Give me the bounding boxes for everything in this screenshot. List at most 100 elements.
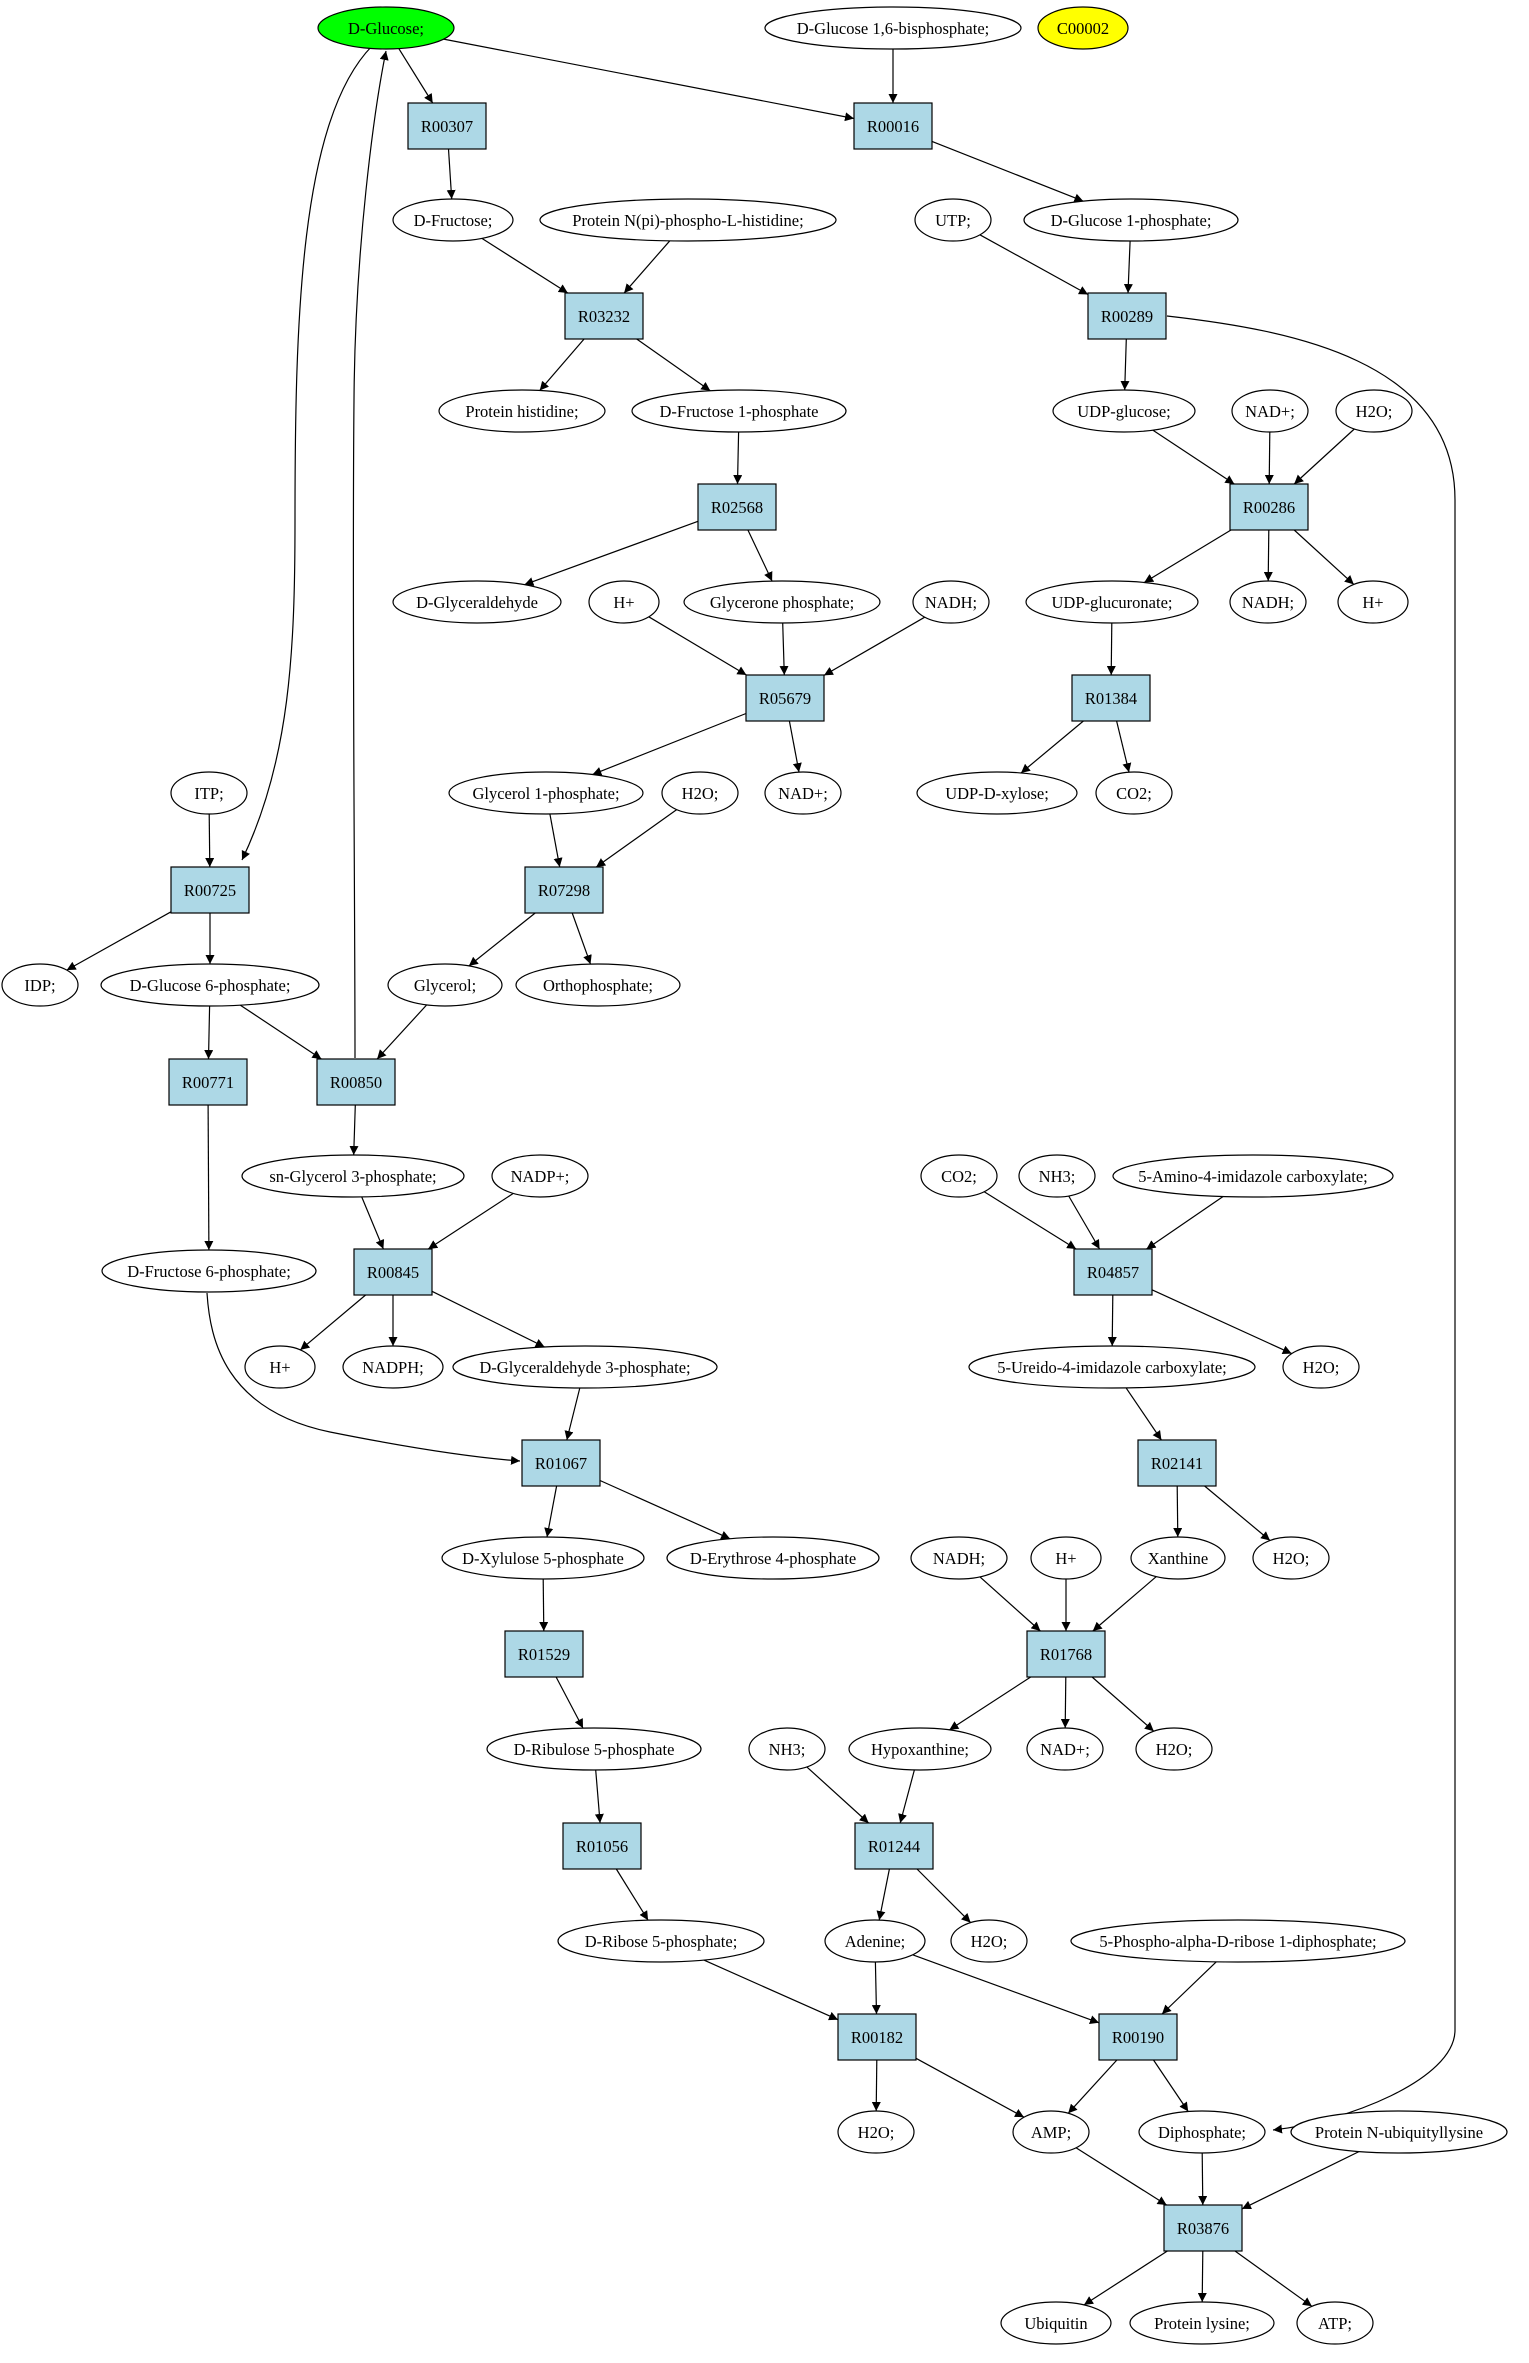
compound-ellipse xyxy=(1018,1154,1096,1198)
compound-node-gap[interactable]: D-Glyceraldehyde 3-phosphate; xyxy=(452,1345,718,1389)
compound-node-prot_his[interactable]: Protein histidine; xyxy=(438,389,606,433)
compound-node-fructose[interactable]: D-Fructose; xyxy=(392,198,514,242)
compound-label: D-Fructose 1-phosphate xyxy=(659,402,818,421)
reaction-node-r04857[interactable]: R04857 xyxy=(1073,1248,1153,1296)
compound-node-xanthine[interactable]: Xanthine xyxy=(1130,1536,1226,1580)
reaction-label: R00289 xyxy=(1101,307,1153,326)
compound-node-h_1768[interactable]: H+ xyxy=(1030,1536,1102,1580)
compound-node-g6p[interactable]: D-Glucose 6-phosphate; xyxy=(100,963,320,1007)
reaction-node-r02141[interactable]: R02141 xyxy=(1137,1439,1217,1487)
reaction-node-r00182[interactable]: R00182 xyxy=(837,2013,917,2061)
compound-node-aica[interactable]: 5-Amino-4-imidazole carboxylate; xyxy=(1112,1154,1394,1198)
reaction-node-r07298[interactable]: R07298 xyxy=(524,866,604,914)
compound-node-dhap[interactable]: Glycerone phosphate; xyxy=(683,580,881,624)
compound-node-ppi[interactable]: Diphosphate; xyxy=(1138,2110,1266,2154)
reaction-node-r00190[interactable]: R00190 xyxy=(1098,2013,1178,2061)
compound-node-glycerol[interactable]: Glycerol; xyxy=(387,963,503,1007)
compound-node-nh3_4857[interactable]: NH3; xyxy=(1018,1154,1096,1198)
compound-node-glucose[interactable]: D-Glucose; xyxy=(317,6,455,50)
reaction-node-r00850[interactable]: R00850 xyxy=(316,1058,396,1106)
reaction-node-r05679[interactable]: R05679 xyxy=(745,674,825,722)
compound-node-prot_nphis[interactable]: Protein N(pi)-phospho-L-histidine; xyxy=(539,198,837,242)
compound-node-udpglcA[interactable]: UDP-glucuronate; xyxy=(1025,580,1199,624)
reaction-node-r01056[interactable]: R01056 xyxy=(562,1822,642,1870)
compound-node-glyald[interactable]: D-Glyceraldehyde xyxy=(392,580,562,624)
edge-h_5679-to-R05679 xyxy=(648,616,747,676)
compound-node-protlys[interactable]: Protein lysine; xyxy=(1129,2301,1275,2345)
compound-label: Glycerone phosphate; xyxy=(710,593,854,612)
compound-node-h2o_2141[interactable]: H2O; xyxy=(1252,1536,1330,1580)
compound-node-nadp_845[interactable]: NADP+; xyxy=(491,1154,589,1198)
compound-node-nadp_286[interactable]: NAD+; xyxy=(1231,389,1309,433)
compound-node-hypox[interactable]: Hypoxanthine; xyxy=(848,1727,992,1771)
reaction-node-r00771[interactable]: R00771 xyxy=(168,1058,248,1106)
compound-node-atp[interactable]: ATP; xyxy=(1296,2301,1374,2345)
reaction-node-r00307[interactable]: R00307 xyxy=(407,102,487,150)
compound-ellipse xyxy=(342,1345,444,1389)
compound-node-h2o_7298[interactable]: H2O; xyxy=(661,771,739,815)
compound-node-g16bp[interactable]: D-Glucose 1,6-bisphosphate; xyxy=(764,6,1022,50)
compound-node-h2o_286[interactable]: H2O; xyxy=(1335,389,1413,433)
edge-R01529-to-ru5p xyxy=(555,1676,584,1729)
compound-ellipse xyxy=(448,771,644,815)
compound-node-h_845[interactable]: H+ xyxy=(244,1345,316,1389)
reaction-node-r01384[interactable]: R01384 xyxy=(1071,674,1151,722)
compound-node-h_5679[interactable]: H+ xyxy=(588,580,660,624)
compound-node-nh3_1244[interactable]: NH3; xyxy=(748,1727,826,1771)
compound-node-adenine[interactable]: Adenine; xyxy=(824,1919,926,1963)
reaction-node-r00845[interactable]: R00845 xyxy=(353,1248,433,1296)
reaction-node-r00286[interactable]: R00286 xyxy=(1229,483,1309,531)
edge-nadp_845-to-R00845 xyxy=(427,1192,514,1250)
reaction-node-r01067[interactable]: R01067 xyxy=(521,1439,601,1487)
compound-node-co2_1384[interactable]: CO2; xyxy=(1095,771,1173,815)
compound-node-amp[interactable]: AMP; xyxy=(1012,2110,1090,2154)
compound-node-co2_4857[interactable]: CO2; xyxy=(920,1154,998,1198)
compound-node-utp[interactable]: UTP; xyxy=(914,198,992,242)
compound-node-nadh_1768[interactable]: NADH; xyxy=(910,1536,1008,1580)
reaction-node-r03232[interactable]: R03232 xyxy=(564,292,644,340)
compound-node-h_286[interactable]: H+ xyxy=(1337,580,1409,624)
reaction-node-r00289[interactable]: R00289 xyxy=(1087,292,1167,340)
compound-node-h2o_1768[interactable]: H2O; xyxy=(1135,1727,1213,1771)
compound-node-ru5p[interactable]: D-Ribulose 5-phosphate xyxy=(486,1727,702,1771)
reaction-node-r03876[interactable]: R03876 xyxy=(1163,2204,1243,2252)
compound-node-pi[interactable]: Orthophosphate; xyxy=(515,963,681,1007)
compound-node-h2o_182[interactable]: H2O; xyxy=(837,2110,915,2154)
compound-node-f1p[interactable]: D-Fructose 1-phosphate xyxy=(631,389,847,433)
reaction-node-r01244[interactable]: R01244 xyxy=(854,1822,934,1870)
compound-node-e4p[interactable]: D-Erythrose 4-phosphate xyxy=(666,1536,880,1580)
compound-node-itp[interactable]: ITP; xyxy=(170,771,248,815)
compound-node-nadh_286[interactable]: NADH; xyxy=(1229,580,1307,624)
compound-node-udpglc[interactable]: UDP-glucose; xyxy=(1052,389,1196,433)
edge-R00286-to-udpglcA xyxy=(1143,529,1232,584)
compound-node-h2o_1244[interactable]: H2O; xyxy=(950,1919,1028,1963)
compound-label: D-Fructose 6-phosphate; xyxy=(127,1262,291,1281)
compound-node-f6p[interactable]: D-Fructose 6-phosphate; xyxy=(101,1249,317,1293)
compound-node-idp[interactable]: IDP; xyxy=(1,963,79,1007)
compound-ellipse xyxy=(1296,2301,1374,2345)
compound-node-c00002[interactable]: C00002 xyxy=(1037,6,1129,50)
compound-node-ubiquitin[interactable]: Ubiquitin xyxy=(1000,2301,1112,2345)
compound-node-nad_1768[interactable]: NAD+; xyxy=(1026,1727,1104,1771)
compound-node-r5p[interactable]: D-Ribose 5-phosphate; xyxy=(557,1919,765,1963)
reaction-node-r01529[interactable]: R01529 xyxy=(504,1630,584,1678)
compound-node-h2o_4857[interactable]: H2O; xyxy=(1282,1345,1360,1389)
compound-node-nadph[interactable]: NADPH; xyxy=(342,1345,444,1389)
reaction-label: R05679 xyxy=(759,689,811,708)
compound-node-xu5p[interactable]: D-Xylulose 5-phosphate xyxy=(441,1536,645,1580)
edge-R00845-to-gap xyxy=(431,1290,545,1348)
compound-node-uica[interactable]: 5-Ureido-4-imidazole carboxylate; xyxy=(968,1345,1256,1389)
reaction-node-r00725[interactable]: R00725 xyxy=(170,866,250,914)
compound-node-nad_5679[interactable]: NAD+; xyxy=(764,771,842,815)
compound-node-prpp[interactable]: 5-Phospho-alpha-D-ribose 1-diphosphate; xyxy=(1070,1919,1406,1963)
compound-node-protub[interactable]: Protein N-ubiquityllysine xyxy=(1290,2110,1508,2154)
edge-R01244-to-adenine xyxy=(876,1868,890,1921)
reaction-node-r01768[interactable]: R01768 xyxy=(1026,1630,1106,1678)
compound-node-udpxyl[interactable]: UDP-D-xylose; xyxy=(916,771,1078,815)
reaction-node-r00016[interactable]: R00016 xyxy=(853,102,933,150)
reaction-node-r02568[interactable]: R02568 xyxy=(697,483,777,531)
compound-node-g1p[interactable]: D-Glucose 1-phosphate; xyxy=(1023,198,1239,242)
compound-node-gly1p[interactable]: Glycerol 1-phosphate; xyxy=(448,771,644,815)
compound-node-nadh_5679[interactable]: NADH; xyxy=(912,580,990,624)
compound-node-sng3p[interactable]: sn-Glycerol 3-phosphate; xyxy=(241,1154,465,1198)
